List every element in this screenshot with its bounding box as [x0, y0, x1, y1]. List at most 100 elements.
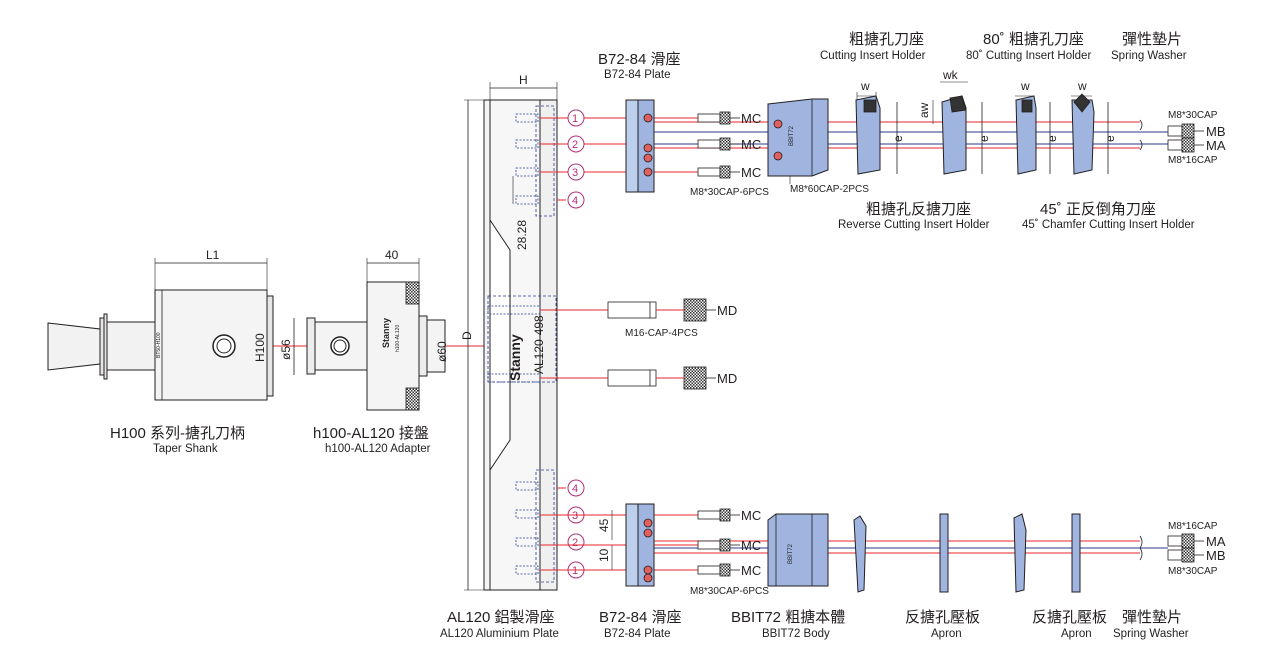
screws-mc-top: MC MC MC M8*30CAP-6PCS [690, 111, 769, 198]
caption-taper-shank-cn: H100 系列-搪孔刀柄 [110, 425, 245, 442]
dim-d56-label: ø56 [279, 339, 293, 360]
caption-cih80-cn: 80˚ 粗搪孔刀座 [983, 31, 1084, 48]
taper-shank: BT50-H100 [47, 289, 274, 401]
mc-label-bot-3: MC [741, 563, 761, 578]
caption-cih-cn: 粗搪孔刀座 [849, 31, 924, 48]
caption-body-en: BBIT72 Body [762, 628, 830, 640]
callout-top-2: 2 [572, 139, 578, 151]
adapter-engraving: h100-AL120 [395, 325, 401, 352]
mc-label-bot-2: MC [741, 538, 761, 553]
mc-label-top-3: MC [741, 165, 761, 180]
dim-pitch-label: 28.28 [515, 220, 529, 250]
al120-logo: Stanny [507, 334, 523, 381]
screw-spec-m8x16-top: M8*16CAP [1168, 155, 1218, 166]
plate-bottom: 45 10 [597, 503, 655, 587]
caption-cih80-en: 80˚ Cutting Insert Holder [966, 50, 1091, 62]
cutting-insert-holder: w e [855, 79, 905, 175]
spring-washer-bottom: MA MB M8*16CAP M8*30CAP [1139, 521, 1226, 577]
md-label-1: MD [717, 303, 737, 318]
reverse-holder: w e [1015, 79, 1059, 175]
dim-d56: ø56 [279, 318, 295, 375]
caption-plate-top-cn: B72-84 滑座 [598, 51, 681, 68]
mc-label-top-1: MC [741, 111, 761, 126]
screw-spec-m8x30-top: M8*30CAP [1168, 110, 1218, 121]
callout-top-3: 3 [572, 167, 578, 179]
caption-plate-top-en: B72-84 Plate [604, 69, 671, 81]
screw-spec-m8x16-bot: M8*16CAP [1168, 521, 1218, 532]
dim-D-label: D [460, 331, 474, 340]
caption-adapter-en: h100-AL120 Adapter [325, 443, 431, 455]
callout-top-4: 4 [572, 195, 578, 207]
caption-apron1-en: Apron [931, 628, 962, 640]
dim-range-label: AL120-498 [532, 315, 546, 374]
dim-h100-label: H100 [253, 333, 267, 362]
screw-spec-m8x30-bot: M8*30CAP [1168, 566, 1218, 577]
caption-plate-bot-en: B72-84 Plate [604, 628, 671, 640]
al120-plate: Stanny AL120-498 28.28 [464, 99, 558, 591]
apron-reverse-holder [853, 513, 1081, 593]
dim-40-label: 40 [385, 248, 399, 262]
callout-bot-3: 3 [572, 510, 578, 522]
caption-al120-cn: AL120 鋁製滑座 [447, 609, 555, 626]
caption-apron2-cn: 反搪孔壓板 [1032, 608, 1107, 626]
caption-plate-bot-cn: B72-84 滑座 [599, 609, 682, 626]
dim-e3: e [1045, 135, 1059, 142]
plate-top [625, 99, 655, 193]
dim-h-label: H [519, 73, 528, 87]
dim-H100: H100 [253, 333, 267, 362]
callout-bot-4: 4 [572, 483, 578, 495]
caption-washer-bot-en: Spring Washer [1113, 628, 1189, 640]
screws-mc-bottom: MC MC MC M8*30CAP-6PCS [690, 508, 769, 597]
caption-al120-en: AL120 Aluminium Plate [440, 628, 559, 640]
caption-rcih-cn: 粗搪孔反搪刀座 [866, 201, 971, 218]
callouts-top: 1 2 3 4 [567, 109, 585, 209]
bbit72-top-engraving: BBIT72 [789, 125, 795, 146]
caption-taper-shank-en: Taper Shank [153, 443, 218, 455]
caption-washer-top-en: Spring Washer [1111, 50, 1187, 62]
dim-e2: e [977, 135, 991, 142]
bbit72-bottom-engraving: BBIT72 [788, 543, 794, 564]
caption-chamfer-cn: 45˚ 正反倒角刀座 [1040, 201, 1156, 218]
bbit72-top: BBIT72 M8*60CAP-2PCS [767, 98, 869, 195]
dim-45: 45 [597, 518, 611, 532]
caption-cih-en: Cutting Insert Holder [820, 50, 926, 62]
screws-md: MD MD M16-CAP-4PCS [607, 298, 737, 390]
mc-label-bot-1: MC [741, 508, 761, 523]
mc-label-top-2: MC [741, 137, 761, 152]
callout-bot-1: 1 [572, 565, 578, 577]
dim-wk: wk [942, 68, 959, 82]
mb-label-top: MB [1206, 124, 1226, 139]
dim-H: H [489, 73, 558, 100]
screw-spec-top: M8*30CAP-6PCS [690, 187, 769, 198]
caption-adapter-cn: h100-AL120 接盤 [313, 425, 429, 442]
dim-10: 10 [597, 548, 611, 562]
screw-spec-md: M16-CAP-4PCS [625, 328, 698, 339]
dim-40: 40 [366, 248, 420, 282]
caption-body-cn: BBIT72 粗搪本體 [731, 609, 845, 626]
mb-label-bot: MB [1206, 548, 1226, 563]
screw-spec-bottom: M8*30CAP-6PCS [690, 586, 769, 597]
caption-washer-top-cn: 彈性墊片 [1122, 31, 1182, 48]
md-label-2: MD [717, 371, 737, 386]
caption-washer-bot-cn: 彈性墊片 [1122, 609, 1182, 626]
callout-bot-2: 2 [572, 537, 578, 549]
dim-l1-label: L1 [206, 248, 220, 262]
dim-L1: L1 [154, 248, 268, 290]
caption-chamfer-en: 45˚ Chamfer Cutting Insert Holder [1022, 219, 1195, 231]
screw-spec-m8x60: M8*60CAP-2PCS [790, 184, 869, 195]
dim-w3: w [1077, 79, 1087, 93]
ma-label-top: MA [1206, 138, 1226, 153]
dim-e1: e [891, 135, 905, 142]
bbit72-bottom: BBIT72 [767, 513, 829, 587]
adapter-logo: Stanny [381, 318, 391, 348]
adapter: Stanny h100-AL120 [306, 281, 446, 411]
caption-rcih-en: Reverse Cutting Insert Holder [838, 219, 990, 231]
chamfer-holder: w e [1071, 79, 1117, 175]
dim-d60-label: ø60 [435, 341, 449, 362]
captions: H100 系列-搪孔刀柄 Taper Shank h100-AL120 接盤 h… [110, 31, 1195, 640]
callouts-bottom: 4 3 2 1 [567, 479, 585, 579]
dim-aw: aw [917, 102, 931, 118]
holder-80deg: wk aw e [917, 68, 991, 175]
ma-label-bot: MA [1206, 534, 1226, 549]
